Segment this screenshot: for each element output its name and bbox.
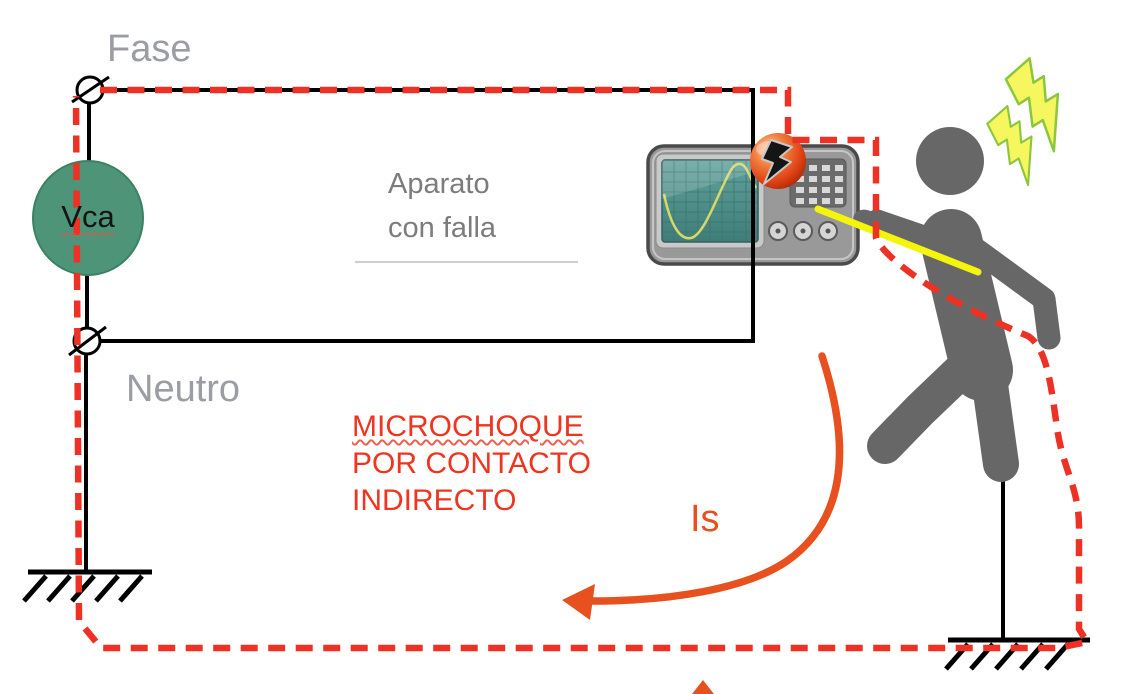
fault-path-dashed [72, 86, 1093, 652]
ac-source-circle [32, 160, 144, 276]
lightning-bolt-icon [1004, 57, 1060, 153]
wire-phase-loop [101, 88, 755, 343]
lightning-bolt-icon [986, 104, 1033, 187]
warning-line1: MICROCHOQUE [352, 410, 584, 443]
person-leg-back [969, 345, 1019, 482]
warning-line2: POR CONTACTO [352, 447, 591, 480]
probe-line [814, 205, 982, 276]
device-caption: Aparato con falla [388, 162, 496, 250]
warning-line3: INDIRECTO [352, 484, 517, 517]
source-label: Vca [61, 199, 115, 234]
warning-text: MICROCHOQUE POR CONTACTO INDIRECTO [352, 408, 591, 519]
current-arrowhead [562, 584, 595, 620]
knobs [768, 221, 838, 241]
device-caption-line2: con falla [388, 212, 497, 244]
oscilloscope-icon [646, 144, 860, 266]
screen-glare [662, 160, 758, 199]
bottom-arrow-fragment [692, 680, 714, 694]
keypad-buttons [796, 165, 843, 204]
person-head [916, 127, 984, 195]
person-leg-front [867, 348, 984, 464]
person-arm-reaching [864, 209, 963, 260]
neutral-label: Neutro [126, 368, 241, 410]
current-label: Is [690, 498, 720, 540]
sine-wave [662, 162, 758, 240]
circuit-wires [84, 88, 1005, 640]
person-arm-hanging [965, 238, 1061, 350]
spark-ball-icon [750, 133, 806, 189]
device-caption-line1: Aparato [388, 168, 490, 200]
lightning-bolts [986, 57, 1060, 187]
ground-left-icon [22, 569, 152, 603]
phase-label: Fase [107, 28, 192, 70]
current-arrow [562, 352, 844, 620]
ground-right-icon [944, 637, 1090, 671]
